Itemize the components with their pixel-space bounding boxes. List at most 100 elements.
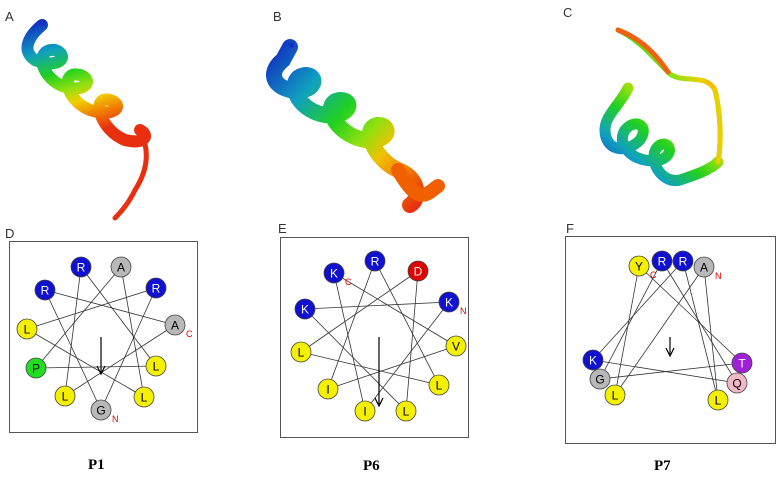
wheel-connector: [333, 272, 366, 412]
residue-label: G: [595, 373, 604, 387]
terminus-label: C: [186, 329, 193, 339]
residue-p7-5: Q: [726, 372, 748, 394]
wheel-connector: [374, 260, 440, 386]
residue-label: L: [298, 346, 305, 360]
residue-p7-2: R: [672, 250, 694, 272]
moment-arrow-p6: [374, 337, 384, 408]
wheel-connector: [614, 266, 705, 396]
residue-label: R: [152, 282, 161, 296]
wheel-connector: [405, 270, 419, 412]
wheel-connector: [64, 324, 176, 397]
residue-label: A: [171, 319, 179, 333]
wheel-connectors-p1: [26, 266, 176, 411]
peptide-name-p1: P1: [88, 457, 105, 473]
panel-letter-f: F: [566, 221, 574, 236]
residue-label: K: [445, 296, 453, 310]
wheel-connector: [327, 260, 376, 390]
residue-circle: [707, 389, 729, 411]
residue-label: D: [414, 265, 423, 279]
residue-circle: [582, 349, 604, 371]
residue-p6-6: I: [354, 400, 376, 422]
residue-label: L: [612, 389, 619, 403]
residue-p1-0: R: [70, 256, 92, 278]
residue-circle: [70, 256, 92, 278]
panel-letter-d: D: [5, 226, 15, 241]
residue-circle: [731, 352, 753, 374]
residue-label: I: [326, 383, 329, 397]
residue-label: L: [24, 323, 31, 337]
panel-letter-b: B: [273, 9, 282, 24]
wheel-connector: [44, 289, 102, 411]
residue-p1-5: L: [133, 386, 155, 408]
residue-label: R: [371, 255, 380, 269]
residue-circle: [164, 314, 186, 336]
residue-p7-8: G: [589, 368, 611, 390]
residue-label: R: [77, 261, 86, 275]
residue-circle: [438, 291, 460, 313]
residue-circle: [133, 386, 155, 408]
residue-label: R: [658, 255, 667, 269]
terminus-label: N: [112, 414, 119, 424]
wheel-connector: [661, 260, 738, 384]
residue-circle: [110, 256, 132, 278]
residue-circle: [726, 372, 748, 394]
wheel-connector: [599, 362, 743, 380]
residue-p7-0: YC: [628, 255, 657, 280]
moment-arrow-p1: [96, 337, 106, 376]
wheel-connector: [592, 260, 684, 361]
residue-circle: [693, 256, 715, 278]
residue-p6-7: I: [317, 378, 339, 400]
residue-p1-9: L: [16, 318, 38, 340]
residue-p7-9: K: [582, 349, 604, 371]
residue-label: V: [452, 340, 460, 354]
residue-label: A: [117, 261, 125, 275]
residue-circle: [145, 355, 167, 377]
residue-label: L: [153, 360, 160, 374]
residue-circle: [428, 374, 450, 396]
wheel-connector: [64, 266, 82, 397]
residue-circle: [672, 250, 694, 272]
wheel-connector: [327, 345, 457, 390]
panel-letter-c: C: [563, 5, 573, 20]
residue-p1-3: AC: [164, 314, 193, 339]
wheel-connector: [300, 270, 419, 353]
panel-letter-e: E: [278, 221, 287, 236]
wheel-connectors-p6: [300, 260, 457, 412]
wheel-connector: [80, 266, 157, 367]
wheel-connector: [100, 287, 157, 411]
residue-circle: [90, 399, 112, 421]
residue-p6-1: D: [407, 260, 429, 282]
residue-circle: [407, 260, 429, 282]
wheel-connector: [333, 272, 457, 347]
residue-p7-3: AN: [693, 256, 722, 281]
residue-circle: [323, 262, 345, 284]
residue-p6-10: KC: [323, 262, 352, 287]
wheel-connector: [599, 260, 663, 380]
residue-label: G: [96, 404, 105, 418]
residue-p1-6: GN: [90, 399, 119, 424]
wheel-connector: [26, 328, 145, 398]
residue-p7-6: L: [707, 389, 729, 411]
residue-p7-7: L: [604, 384, 626, 406]
wheel-connector: [703, 266, 719, 401]
residue-label: A: [700, 261, 708, 275]
residue-p1-2: R: [145, 277, 167, 299]
wheel-connector: [304, 301, 450, 310]
residue-label: K: [589, 354, 597, 368]
residue-circle: [354, 400, 376, 422]
residue-label: K: [301, 303, 309, 317]
wheel-connector: [682, 260, 719, 401]
residue-circle: [294, 298, 316, 320]
residue-label: L: [62, 390, 69, 404]
residue-p6-5: L: [395, 400, 417, 422]
residue-p6-9: K: [294, 298, 316, 320]
residue-circle: [145, 277, 167, 299]
residue-p1-8: P: [25, 357, 47, 379]
residue-circle: [395, 400, 417, 422]
residue-circle: [604, 384, 626, 406]
wheel-connector: [120, 266, 145, 398]
helix-ribbon-a: [21, 19, 151, 221]
peptide-name-p6: P6: [363, 458, 380, 474]
